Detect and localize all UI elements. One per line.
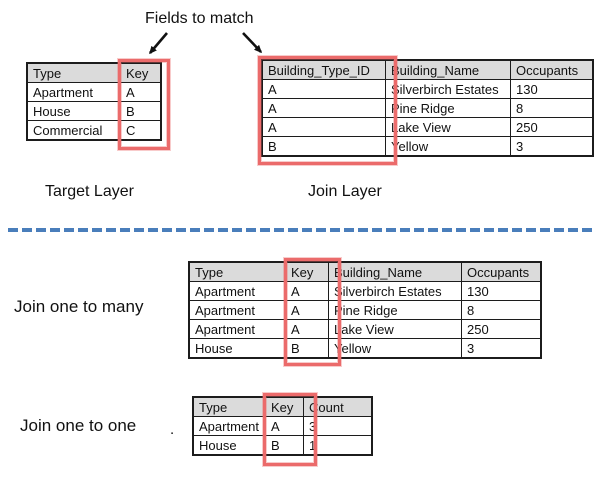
table-cell: A [262, 98, 386, 118]
table-cell: C [120, 120, 161, 140]
column-header: Type [193, 397, 266, 417]
table-header-row: Type Key Count [193, 397, 372, 417]
table-header-row: Type Key Building_Name Occupants [189, 262, 541, 282]
table-row: Apartment A [27, 82, 161, 102]
table-cell: Yellow [385, 136, 511, 156]
table-cell: Silverbirch Estates [328, 281, 462, 301]
table-cell: Lake View [328, 319, 462, 339]
column-header: Occupants [461, 262, 541, 282]
table-cell: B [285, 338, 329, 358]
target-layer-table: Type Key Apartment A House B Commercial … [27, 63, 161, 140]
join-layer-label: Join Layer [308, 183, 382, 200]
column-header: Key [285, 262, 329, 282]
table-cell: 1 [303, 435, 372, 455]
column-header: Type [189, 262, 286, 282]
column-header: Count [303, 397, 372, 417]
join-layer-table: Building_Type_ID Building_Name Occupants… [262, 60, 593, 156]
join-one-to-one-label: Join one to one [20, 416, 137, 435]
section-divider [8, 228, 594, 232]
table-cell: B [120, 101, 161, 121]
table-cell: A [285, 300, 329, 320]
table-cell: Silverbirch Estates [385, 79, 511, 99]
table-row: House B [27, 101, 161, 121]
table-cell: Apartment [189, 281, 286, 301]
table-cell: 8 [461, 300, 541, 320]
table-cell: Pine Ridge [385, 98, 511, 118]
table-cell: Apartment [189, 300, 286, 320]
column-header: Building_Name [328, 262, 462, 282]
fields-to-match-label: Fields to match [145, 10, 254, 27]
table-cell: 3 [510, 136, 593, 156]
one-to-many-result-table: Type Key Building_Name Occupants Apartme… [189, 262, 541, 358]
table-row: B Yellow 3 [262, 136, 593, 156]
table-cell: 250 [461, 319, 541, 339]
table-cell: Pine Ridge [328, 300, 462, 320]
arrow-to-target-key-icon [149, 32, 168, 55]
table-cell: Apartment [189, 319, 286, 339]
table-cell: 130 [510, 79, 593, 99]
table-cell: A [120, 82, 161, 102]
table-cell: 130 [461, 281, 541, 301]
target-layer-label: Target Layer [45, 183, 134, 200]
table-cell: A [262, 117, 386, 137]
one-to-one-result-table: Type Key Count Apartment A 3 House B 1 [193, 397, 372, 455]
column-header: Key [120, 63, 161, 83]
stray-period: . [170, 421, 175, 438]
table-cell: House [189, 338, 286, 358]
table-cell: A [285, 281, 329, 301]
table-row: Commercial C [27, 120, 161, 140]
table-cell: B [262, 136, 386, 156]
table-header-row: Type Key [27, 63, 161, 83]
column-header: Key [265, 397, 304, 417]
table-cell: Apartment [193, 416, 266, 436]
table-row: Apartment A Silverbirch Estates 130 [189, 281, 541, 301]
column-header: Occupants [510, 60, 593, 80]
table-cell: A [285, 319, 329, 339]
table-cell: 8 [510, 98, 593, 118]
table-row: A Pine Ridge 8 [262, 98, 593, 118]
table-cell: House [193, 435, 266, 455]
table-cell: A [262, 79, 386, 99]
table-cell: 3 [461, 338, 541, 358]
column-header: Building_Type_ID [262, 60, 386, 80]
table-row: Apartment A 3 [193, 416, 372, 436]
table-cell: A [265, 416, 304, 436]
table-cell: Commercial [27, 120, 121, 140]
table-cell: Lake View [385, 117, 511, 137]
table-row: Apartment A Pine Ridge 8 [189, 300, 541, 320]
column-header: Type [27, 63, 121, 83]
table-row: House B Yellow 3 [189, 338, 541, 358]
column-header: Building_Name [385, 60, 511, 80]
join-one-to-many-label: Join one to many [14, 297, 144, 316]
table-row: A Lake View 250 [262, 117, 593, 137]
table-row: A Silverbirch Estates 130 [262, 79, 593, 99]
table-cell: B [265, 435, 304, 455]
table-cell: Apartment [27, 82, 121, 102]
arrow-to-join-key-icon [242, 32, 263, 54]
table-row: Apartment A Lake View 250 [189, 319, 541, 339]
table-cell: House [27, 101, 121, 121]
table-header-row: Building_Type_ID Building_Name Occupants [262, 60, 593, 80]
table-cell: 3 [303, 416, 372, 436]
table-cell: Yellow [328, 338, 462, 358]
table-cell: 250 [510, 117, 593, 137]
table-row: House B 1 [193, 435, 372, 455]
